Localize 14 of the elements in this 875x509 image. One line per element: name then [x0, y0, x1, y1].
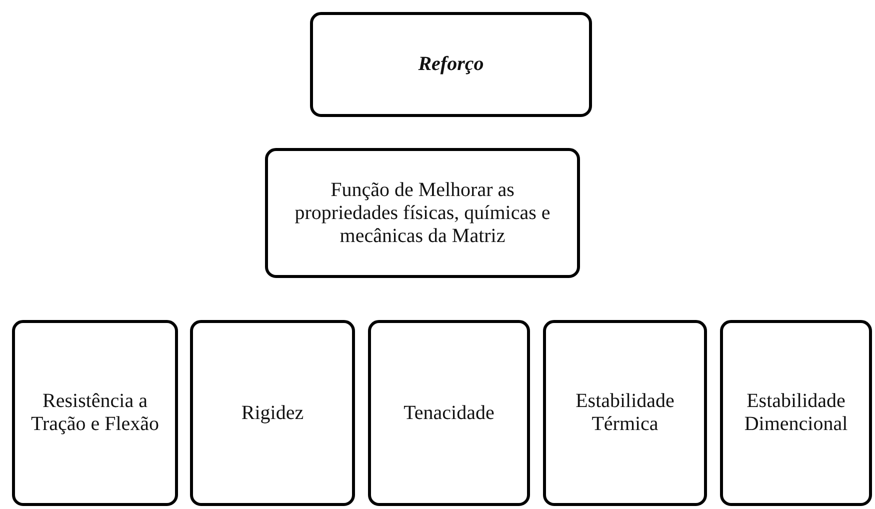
- box-text: Estabilidade Dimencional: [743, 390, 849, 436]
- box-text: Rigidez: [240, 402, 305, 424]
- process-box: [310, 12, 592, 117]
- process-box: [190, 320, 355, 506]
- process-box: [265, 148, 580, 278]
- process-box: [12, 320, 178, 506]
- box-text: Função de Melhorar as propriedades físicas, químicas e mecânicas da Matriz: [294, 178, 552, 248]
- process-box: [720, 320, 872, 506]
- process-box: [543, 320, 707, 506]
- box-text: Resistência a Tração e Flexão: [30, 390, 160, 436]
- box-title: Reforço: [417, 53, 485, 76]
- process-box: [368, 320, 530, 506]
- box-text: Estabilidade Térmica: [574, 390, 676, 436]
- box-text: Tenacidade: [402, 402, 496, 424]
